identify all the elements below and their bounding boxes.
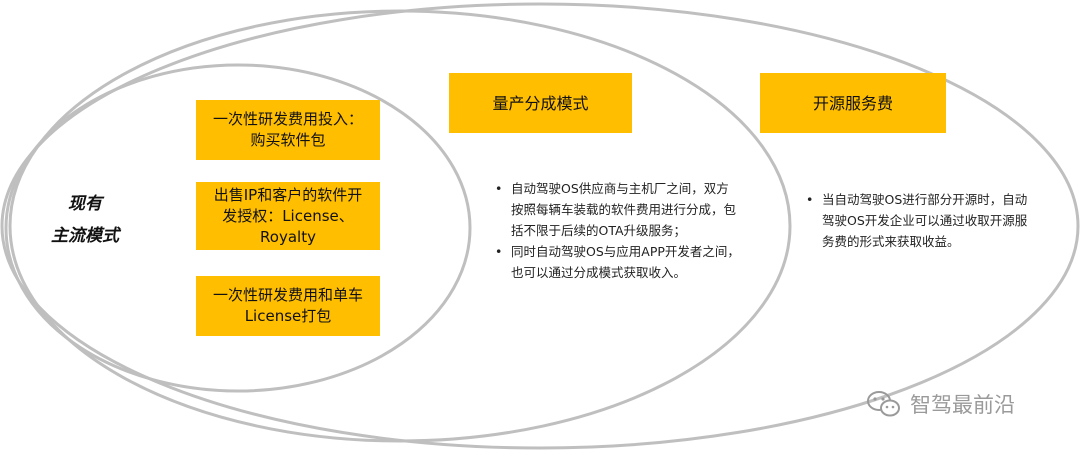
revenue-share-bullet: • 自动驾驶OS供应商与主机厂之间，双方 按照每辆车装载的软件费用进行分成，包 … [493, 178, 775, 241]
inner-ellipse [4, 63, 472, 393]
watermark-text: 智驾最前沿 [910, 393, 1015, 417]
current-model-label: 现有 主流模式 [51, 194, 119, 246]
bullet-dot: • [495, 181, 503, 196]
open-source-bullets: • 当自动驾驶OS进行部分开源时，自动 驾驶OS开发企业可以通过收取开源服 务费… [804, 189, 1074, 252]
box-bundle-license: 一次性研发费用和单车 License打包 [196, 276, 380, 336]
wechat-icon [867, 391, 900, 417]
box-one-time-rd: 一次性研发费用投入： 购买软件包 [196, 100, 380, 160]
box-ip-licensing: 出售IP和客户的软件开 发授权：License、 Royalty [196, 182, 380, 250]
title-revenue-share: 量产分成模式 [449, 73, 632, 133]
open-source-bullet: • 当自动驾驶OS进行部分开源时，自动 驾驶OS开发企业可以通过收取开源服 务费… [804, 189, 1074, 252]
watermark: 智驾最前沿 [866, 388, 1015, 420]
revenue-share-bullets: • 自动驾驶OS供应商与主机厂之间，双方 按照每辆车装载的软件费用进行分成，包 … [493, 178, 775, 283]
bullet-dot: • [495, 244, 503, 259]
middle-ellipse [8, 9, 792, 443]
revenue-share-bullet: • 同时自动驾驶OS与应用APP开发者之间， 也可以通过分成模式获取收入。 [493, 241, 775, 283]
bullet-dot: • [806, 192, 814, 207]
title-open-source-fee: 开源服务费 [760, 73, 946, 133]
